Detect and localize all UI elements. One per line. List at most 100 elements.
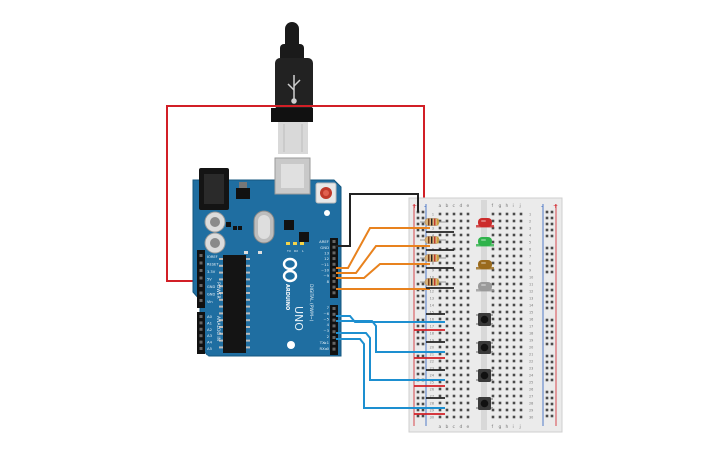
svg-text:27: 27 (430, 395, 434, 399)
svg-text:2: 2 (529, 220, 531, 224)
svg-text:18: 18 (430, 332, 434, 336)
push-button[interactable] (476, 369, 493, 382)
rail-minus-label-top-left: - (424, 203, 426, 210)
power-pin-label: IOREF (207, 255, 218, 259)
svg-text:15: 15 (529, 311, 533, 315)
wire-pin-12[interactable] (336, 227, 430, 269)
resistor[interactable] (420, 218, 446, 226)
svg-text:26: 26 (529, 388, 533, 392)
svg-text:25: 25 (529, 381, 533, 385)
svg-text:28: 28 (529, 402, 533, 406)
svg-text:17: 17 (430, 325, 434, 329)
digital-header-bottom (330, 305, 338, 355)
push-button[interactable] (476, 313, 493, 326)
svg-text:6: 6 (529, 248, 531, 252)
power-pin-label: GND (207, 285, 215, 289)
svg-text:14: 14 (430, 304, 434, 308)
wire-pin-4[interactable] (336, 320, 445, 353)
svg-text:16: 16 (430, 318, 434, 322)
svg-text:30: 30 (529, 416, 533, 420)
reset-button[interactable] (315, 182, 337, 204)
svg-text:7: 7 (529, 255, 531, 259)
crystal-oscillator (253, 210, 275, 244)
digital-header-top (330, 238, 338, 298)
digital-section-label: DIGITAL (PWM~) (308, 284, 314, 322)
svg-text:27: 27 (529, 395, 533, 399)
l-label: L (302, 249, 304, 253)
svg-text:25: 25 (430, 381, 434, 385)
svg-text:13: 13 (430, 297, 434, 301)
led-gray[interactable] (476, 282, 494, 292)
push-button[interactable] (476, 341, 493, 354)
digital-pin-label: 8 (327, 279, 330, 284)
svg-text:22: 22 (430, 360, 434, 364)
svg-text:29: 29 (529, 409, 533, 413)
column-label: b (446, 424, 449, 430)
digital-pin-label: ~9 (323, 273, 329, 278)
svg-text:21: 21 (430, 353, 434, 357)
led-red[interactable] (476, 218, 494, 228)
column-label: e (467, 425, 470, 430)
digital-pin-label: ~6 (323, 311, 329, 316)
analog-pin-label: A2 (207, 327, 213, 332)
resistor[interactable] (420, 278, 446, 286)
wire-pin-3[interactable] (336, 332, 445, 381)
svg-text:16: 16 (529, 318, 533, 322)
svg-text:8: 8 (529, 262, 531, 266)
column-label: j (519, 203, 521, 209)
usb-cable[interactable] (271, 22, 313, 154)
push-button[interactable] (476, 397, 493, 410)
svg-text:24: 24 (430, 374, 434, 378)
arduino-logo: ARDUINO (282, 257, 298, 310)
header-pins (199, 240, 336, 351)
resistors[interactable] (420, 218, 446, 286)
digital-pin-label: 13 (324, 251, 329, 256)
svg-text:1: 1 (529, 213, 531, 217)
column-label: g (499, 204, 502, 209)
led-green[interactable] (476, 237, 494, 247)
digital-pin-label: GND (320, 245, 329, 250)
atmega-chip (219, 255, 250, 353)
digital-pin-label: TX▸1 (319, 340, 330, 345)
resistor[interactable] (420, 236, 446, 244)
wire-pin-11[interactable] (336, 245, 430, 274)
power-section-label: POWER (215, 282, 221, 299)
power-pin-label: 3.3V (207, 270, 216, 274)
wire-pin-10[interactable] (336, 263, 430, 279)
rail-minus-label-top-right: - (541, 203, 543, 210)
column-label: a (439, 204, 442, 209)
svg-text:4: 4 (432, 234, 434, 238)
svg-text:3: 3 (529, 227, 531, 231)
svg-text:3: 3 (432, 227, 434, 231)
svg-text:9: 9 (432, 269, 434, 273)
capacitor-icon (204, 211, 226, 254)
wire-5v[interactable] (166, 105, 425, 282)
svg-text:22: 22 (529, 360, 533, 364)
ground-jumpers[interactable] (426, 231, 454, 399)
column-label: a (439, 425, 442, 430)
column-label: d (460, 203, 463, 209)
rx-label: RX (294, 249, 298, 253)
power-pin-label: Vin (207, 300, 213, 304)
column-label: e (467, 204, 470, 209)
push-buttons[interactable] (476, 313, 493, 410)
led-brown[interactable] (476, 260, 494, 270)
svg-text:15: 15 (430, 311, 434, 315)
red-jumpers[interactable] (414, 329, 445, 415)
svg-text:20: 20 (430, 346, 434, 350)
leds[interactable] (476, 218, 494, 292)
digital-pin-label: RX◂0 (319, 346, 329, 351)
svg-text:24: 24 (529, 374, 533, 378)
column-label: c (453, 204, 456, 209)
wire-pin-5[interactable] (336, 315, 445, 323)
wire-gnd[interactable] (336, 193, 419, 247)
column-label: j (519, 424, 521, 430)
svg-text:10: 10 (529, 276, 533, 280)
svg-text:13: 13 (529, 297, 533, 301)
resistor[interactable] (420, 254, 446, 262)
wire-pin-2[interactable] (336, 338, 445, 409)
